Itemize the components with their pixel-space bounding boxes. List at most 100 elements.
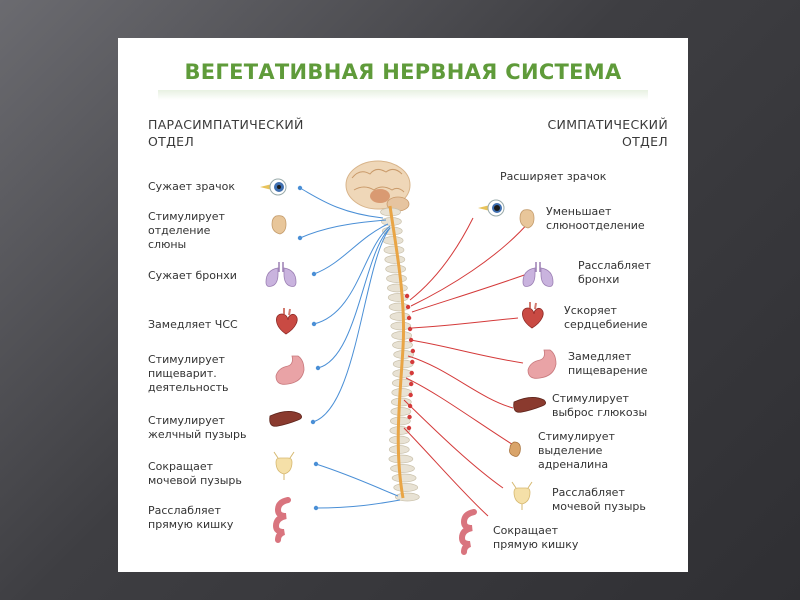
label-line: Замедляет [568, 350, 632, 363]
parasympathetic-header: ПАРАСИМПАТИЧЕСКИЙ ОТДЕЛ [148, 116, 304, 150]
parasympathetic-header-line: ПАРАСИМПАТИЧЕСКИЙ [148, 117, 304, 132]
label-line: Стимулирует [148, 353, 225, 366]
symp-label-saliva: Уменьшает слюноотделение [546, 205, 645, 233]
label-line: Ускоряет [564, 304, 617, 317]
label-line: прямую кишку [148, 518, 234, 531]
label-line: пищеварит. [148, 367, 217, 380]
nerve-line [299, 219, 387, 239]
vertebra [390, 416, 411, 426]
label-line: слюноотделение [546, 219, 645, 232]
label-line: мочевой пузырь [148, 474, 242, 487]
symp-label-pupil: Расширяет зрачок [500, 170, 606, 184]
ganglion-dot [311, 271, 317, 277]
ganglion-dot [406, 425, 412, 431]
bladder-icon [273, 451, 295, 480]
ganglion-dot [313, 505, 319, 511]
nerve-line [409, 217, 474, 301]
para-label-saliva: Стимулирует отделение слюны [148, 210, 225, 252]
ganglion-dot [297, 235, 303, 241]
bladder-icon [511, 481, 533, 510]
sympathetic-header-line: СИМПАТИЧЕСКИЙ [547, 117, 668, 132]
label-line: Расслабляет [578, 259, 651, 272]
vertebra [391, 331, 413, 340]
para-label-rectum: Расслабляет прямую кишку [148, 504, 233, 532]
sympathetic-header-line: ОТДЕЛ [621, 134, 668, 149]
salivary-gland-icon [271, 215, 287, 235]
label-line: Стимулирует [148, 210, 225, 223]
para-label-heart: Замедляет ЧСС [148, 318, 238, 332]
ganglion-dot [406, 315, 412, 321]
vertebra [390, 321, 412, 331]
para-label-digestion: Стимулирует пищеварит. деятельность [148, 353, 229, 395]
para-label-pupil: Сужает зрачок [148, 180, 235, 194]
adrenal-gland-icon [509, 441, 521, 457]
ganglion-dot [409, 381, 414, 387]
nerve-line [411, 272, 531, 313]
nerve-line [312, 227, 391, 423]
nerve-line [403, 399, 504, 489]
vertebra [385, 264, 407, 274]
symp-label-rectum: Сокращает прямую кишку [493, 524, 578, 552]
vertebra [390, 464, 415, 473]
label-line: мочевой пузырь [552, 500, 646, 513]
label-line: Расслабляет [148, 504, 221, 517]
ganglion-dot [315, 365, 321, 371]
label-line: сердцебиение [564, 318, 648, 331]
sympathetic-header: СИМПАТИЧЕСКИЙ ОТДЕЛ [513, 116, 668, 150]
nervous-system-illustration [260, 160, 557, 555]
label-line: слюны [148, 238, 187, 251]
brain-icon [345, 160, 411, 212]
vertebra [387, 293, 409, 302]
label-line: деятельность [148, 381, 229, 394]
vertebra [388, 454, 414, 464]
heart-icon [522, 302, 544, 329]
ganglion-dot [297, 185, 303, 191]
sympathetic-ganglia [404, 293, 416, 431]
label-line: Сокращает [493, 524, 559, 537]
label-line: выделение [538, 444, 603, 457]
spinal-cord [388, 205, 405, 499]
nerve-line [315, 499, 401, 509]
intestine-icon [272, 497, 291, 543]
ganglion-dot [313, 461, 319, 467]
para-label-bronchi: Сужает бронхи [148, 269, 237, 283]
label-line: Стимулирует [552, 392, 629, 405]
ganglion-dot [310, 419, 316, 425]
ganglion-dot [404, 293, 410, 299]
vertebra [387, 283, 408, 293]
label-line: Сужает бронхи [148, 269, 237, 282]
slide: ВЕГЕТАТИВНАЯ НЕРВНАЯ СИСТЕМА ПАРАСИМПАТИ… [118, 38, 688, 572]
label-line: желчный пузырь [148, 428, 247, 441]
vertebra [386, 274, 407, 283]
label-line: адреналина [538, 458, 609, 471]
vertebra [382, 236, 404, 245]
ganglion-dot [410, 348, 416, 354]
nerve-line [315, 463, 399, 497]
label-line: выброс глюкозы [552, 406, 648, 419]
heart-icon [276, 308, 298, 335]
parasympathetic-header-line: ОТДЕЛ [148, 134, 195, 149]
ganglion-dot [407, 414, 412, 420]
para-label-gallbladder: Стимулирует желчный пузырь [148, 414, 246, 442]
salivary-gland-icon [519, 209, 535, 229]
vertebra [390, 397, 412, 407]
ganglion-dot [408, 392, 413, 398]
label-line: Стимулирует [148, 414, 225, 427]
stomach-icon [275, 355, 305, 385]
nerve-line [410, 220, 531, 307]
nerve-line [407, 355, 514, 409]
symp-label-bladder: Расслабляет мочевой пузырь [552, 486, 646, 514]
liver-icon [269, 411, 302, 427]
label-line: прямую кишку [493, 538, 579, 551]
lungs-icon [522, 262, 554, 287]
parasympathetic-ganglia [297, 185, 321, 511]
title-reflection [158, 90, 648, 100]
vertebra [391, 473, 417, 483]
nerve-line [411, 317, 519, 329]
ganglion-dot [409, 370, 414, 376]
eye-icon [260, 178, 287, 196]
nerve-line [313, 223, 389, 275]
vertebra [393, 483, 419, 492]
nerve-line [405, 377, 519, 449]
label-line: отделение [148, 224, 211, 237]
